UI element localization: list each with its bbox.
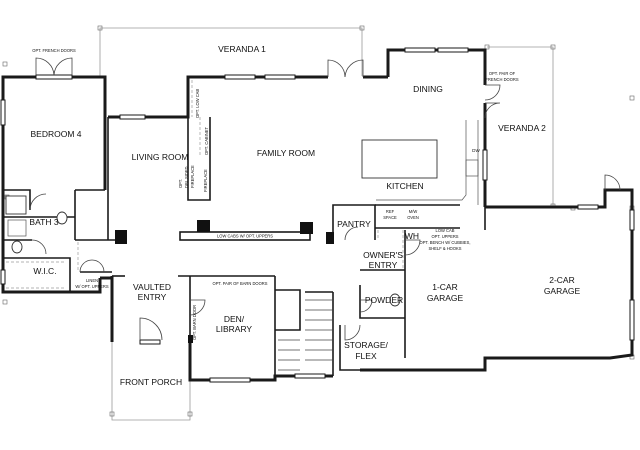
note-opt-dbl-sided-fireplace-1: OPT.	[178, 179, 183, 188]
room-label-family-room: FAMILY ROOM	[257, 148, 315, 158]
room-label-veranda-1: VERANDA 1	[218, 44, 266, 54]
room-label-pantry: PANTRY	[337, 219, 371, 229]
room-label-den-library-1: DEN/	[224, 314, 245, 324]
room-label-storage-flex-2: FLEX	[355, 351, 377, 361]
front-porch-outline	[111, 342, 191, 421]
room-label-living-room: LIVING ROOM	[132, 152, 189, 162]
room-label-vaulted-entry-2: ENTRY	[138, 292, 167, 302]
structural-posts	[115, 220, 334, 343]
room-label-den-library-2: LIBRARY	[216, 324, 253, 334]
note-opt-dbl-sided-fireplace-3: FIREPLACE	[190, 165, 195, 188]
interior-walls	[3, 117, 486, 376]
note-opt-french-doors: OPT. FRENCH DOORS	[32, 48, 76, 53]
room-label-front-porch: FRONT PORCH	[120, 377, 182, 387]
room-label-2-car-garage-1: 2-CAR	[549, 275, 575, 285]
note-opt-dbl-sided-fireplace-2: DBL SIDED	[184, 166, 189, 188]
note-mw-oven-2: OVEN	[407, 215, 419, 220]
room-label-owners-entry-1: OWNER'S	[363, 250, 403, 260]
note-ref-space-2: SPACE	[383, 215, 397, 220]
room-label-1-car-garage-2: GARAGE	[427, 293, 464, 303]
note-low-cab-bench-1: LOW CAB	[436, 228, 455, 233]
room-label-dining: DINING	[413, 84, 443, 94]
room-label-powder: POWDER	[365, 295, 403, 305]
room-label-bedroom-4: BEDROOM 4	[30, 129, 81, 139]
kitchen-island	[361, 139, 438, 179]
room-label-wh: WH	[405, 231, 419, 241]
note-dw: DW	[472, 148, 480, 153]
note-low-cabs-opt-uppers: LOW CABS W/ OPT. UPPERS	[217, 234, 273, 239]
dashed-cabinet-lines	[77, 80, 404, 270]
windows	[0, 47, 635, 383]
doors	[29, 57, 621, 341]
bath-fixtures	[5, 195, 68, 254]
note-opt-low-cab: OPT. LOW CAB	[195, 89, 200, 118]
room-label-storage-flex-1: STORAGE/	[344, 340, 388, 350]
room-label-bath-3: BATH 3	[29, 217, 58, 227]
room-label-vaulted-entry-1: VAULTED	[133, 282, 171, 292]
note-opt-pair-french-doors-2: FRENCH DOORS	[485, 77, 518, 82]
note-ref-space-1: REF	[386, 209, 395, 214]
room-label-2-car-garage-2: GARAGE	[544, 286, 581, 296]
room-label-kitchen: KITCHEN	[386, 181, 423, 191]
note-linen-1: LINEN	[86, 278, 98, 283]
stairs	[278, 299, 333, 371]
room-label-1-car-garage-1: 1-CAR	[432, 282, 458, 292]
exterior-walls	[1, 48, 634, 382]
wic-shelves	[6, 261, 66, 289]
note-opt-pair-barn-doors: OPT. PAIR OF BARN DOORS	[213, 281, 268, 286]
note-low-cab-bench-3: OPT. BENCH W/ CUBBIES,	[420, 240, 471, 245]
note-opt-pair-french-doors-1: OPT. PAIR OF	[489, 71, 516, 76]
room-label-veranda-2: VERANDA 2	[498, 123, 546, 133]
kitchen-counter	[376, 120, 479, 205]
note-opt-barn-door: OPT. BARN DOOR	[192, 305, 197, 340]
veranda-1-outline	[99, 27, 363, 76]
note-fireplace: FIREPLACE	[203, 169, 208, 192]
note-linen-2: W/ OPT. UPPERS	[75, 284, 108, 289]
room-label-wic: W.I.C.	[33, 266, 56, 276]
note-mw-oven-1: M/W	[409, 209, 418, 214]
room-label-owners-entry-2: ENTRY	[369, 260, 398, 270]
note-opt-cabinet: OPT. CABINET	[204, 127, 209, 155]
powder-fixtures	[389, 293, 401, 307]
note-low-cab-bench-2: OPT. UPPERS	[431, 234, 458, 239]
note-low-cab-bench-4: SHELF & HOOKS	[429, 246, 462, 251]
